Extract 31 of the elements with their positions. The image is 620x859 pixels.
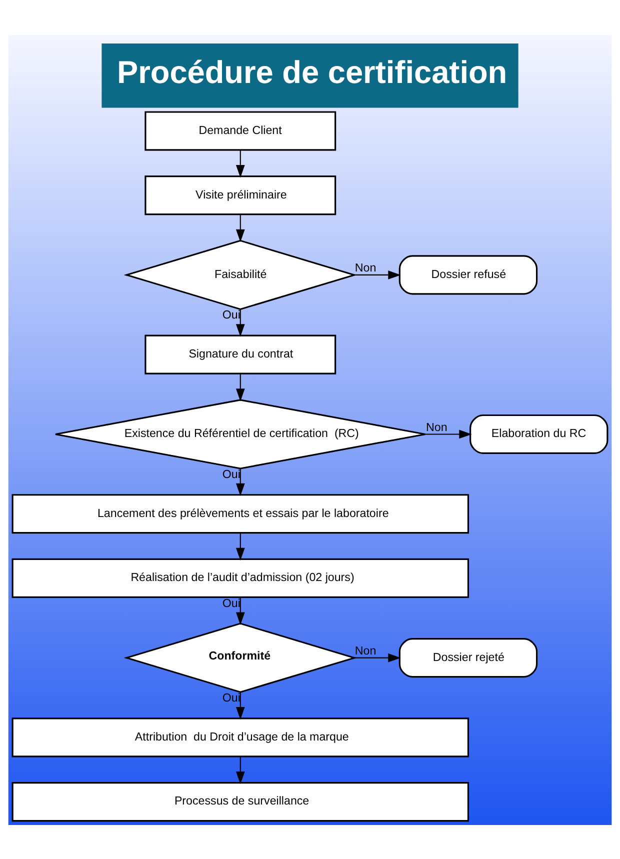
node-box: Dossier rejeté: [398, 638, 538, 678]
arrow: [236, 596, 245, 624]
node-box: Attribution du Droit d’usage de la marque: [12, 717, 469, 757]
arrow: [236, 150, 245, 178]
arrow: [354, 652, 401, 662]
node-box: Dossier refusé: [398, 254, 538, 294]
node-box: Processus de surveillance: [12, 782, 469, 822]
node-box: Lancement des prélèvements et essais par le laboratoire: [12, 494, 469, 534]
edge-label: Non: [354, 261, 376, 274]
edge-label: Non: [354, 644, 376, 657]
node-box: Demande Client: [144, 110, 336, 150]
node-box: Réalisation de l’audit d’admission (02 jours): [12, 558, 469, 598]
edge-label: Oui: [222, 596, 240, 610]
edge-label: Oui: [222, 691, 240, 704]
arrow: [236, 308, 245, 336]
edge-label: Oui: [222, 467, 240, 480]
node-box: Signature du contrat: [144, 334, 336, 374]
edge-label: Non: [426, 420, 448, 434]
node-box: Visite préliminaire: [144, 175, 336, 215]
arrow: [236, 373, 245, 401]
arrow: [354, 270, 401, 279]
arrow: [425, 429, 472, 438]
arrow: [236, 214, 245, 242]
arrow: [236, 756, 245, 784]
arrow: [236, 468, 245, 496]
edge-label: Oui: [222, 308, 240, 322]
node-box: Elaboration du RC: [470, 414, 608, 454]
node-diamond: Existence du Référentiel de certification (RC): [54, 398, 426, 469]
arrow: [236, 532, 245, 560]
arrow: [236, 692, 245, 720]
diagram-title: Procédure de certification: [116, 53, 508, 90]
